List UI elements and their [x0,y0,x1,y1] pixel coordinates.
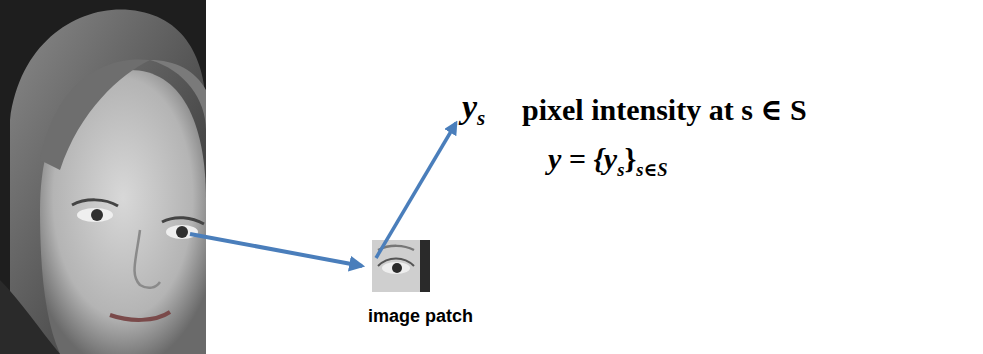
text-line: image patch [368,306,473,327]
pointer-arrow [376,123,456,258]
definition-text: pixel intensity at s ∈ S [522,93,807,126]
subscript: s [617,159,624,180]
subscript: s∈S [636,159,667,180]
text-line: y = {ys}s∈S [548,142,668,181]
text-line: pixel intensity at s ∈ S [522,92,807,127]
set-formula: } [624,142,636,175]
math-symbol: y [462,88,477,125]
set-formula: y = {y [548,142,617,175]
caption-label: image patch [368,306,473,326]
subscript: s [477,106,485,130]
face-photo [0,0,206,354]
pointer-arrow [190,234,362,266]
text-line: ys [462,88,485,131]
